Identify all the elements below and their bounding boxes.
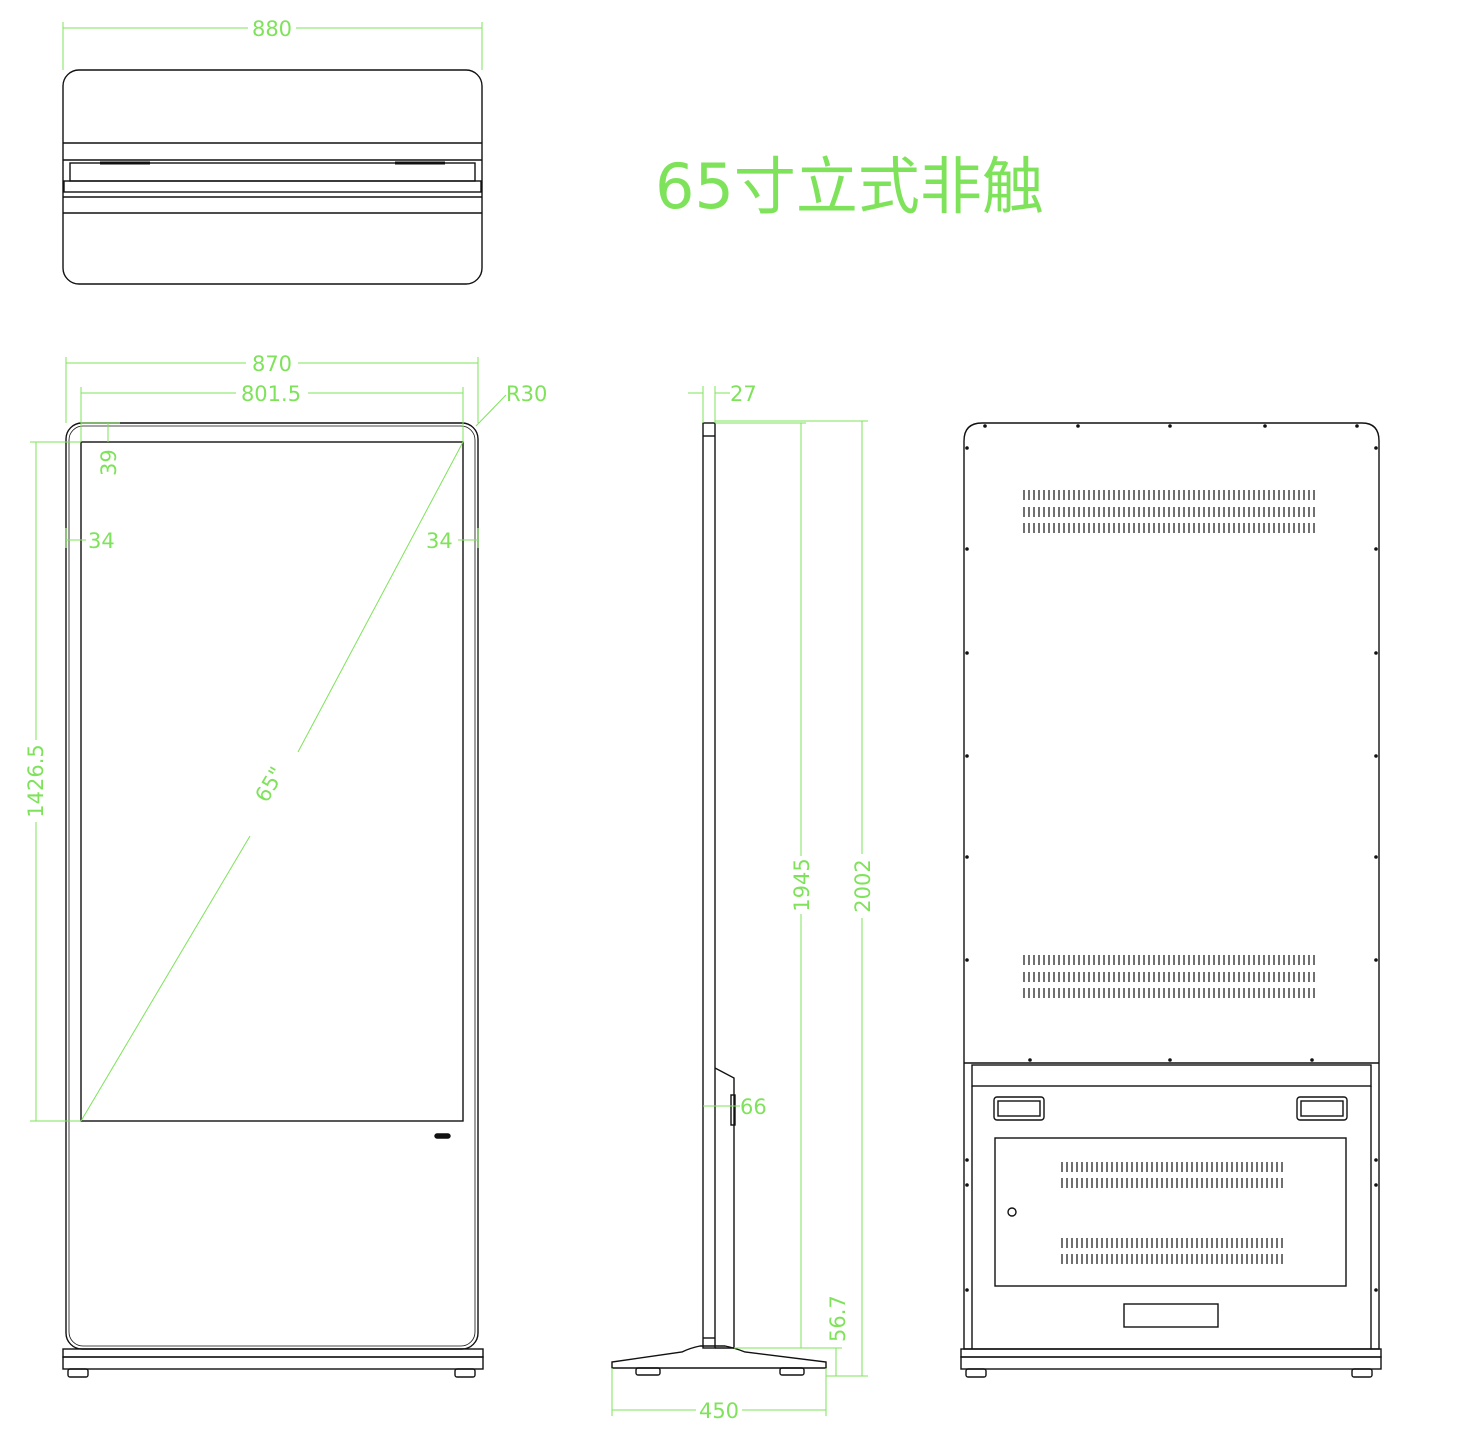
dim-label-34-right: 34 (426, 529, 453, 553)
side-base (611, 1345, 827, 1369)
top-view (62, 69, 483, 285)
dim-label-2002: 2002 (851, 859, 875, 912)
side-panel (702, 422, 716, 1349)
rear-handle-right (1296, 1096, 1348, 1121)
dim-label-450: 450 (699, 1399, 739, 1423)
rear-vents (1023, 490, 1315, 1264)
ir-sensor-icon (434, 1133, 451, 1139)
rear-view (960, 422, 1382, 1378)
dim-label-34-left: 34 (88, 529, 115, 553)
dim-label-66: 66 (740, 1095, 767, 1119)
drawing-title: 65寸立式非触 (655, 150, 1044, 223)
front-base-plate (62, 1348, 484, 1358)
front-dimensions (30, 357, 507, 1122)
top-view-frame (63, 180, 482, 193)
rear-lower-band (971, 1064, 1372, 1087)
lock-icon (1007, 1207, 1017, 1217)
side-bracket (714, 1067, 735, 1349)
dim-label-39: 39 (97, 449, 121, 476)
top-view-panel (69, 162, 476, 182)
rear-outline (963, 422, 1380, 1350)
rear-handle-left (993, 1096, 1045, 1121)
dim-label-56-7: 56.7 (826, 1295, 850, 1342)
front-foot-left (67, 1368, 89, 1378)
side-dimensions (611, 386, 868, 1416)
front-view (62, 422, 484, 1378)
rear-base-plate (960, 1356, 1382, 1370)
dim-label-1945: 1945 (790, 858, 814, 911)
front-foot-right (454, 1368, 476, 1378)
dim-label-880: 880 (252, 17, 292, 41)
dim-top-880 (62, 22, 483, 70)
rear-electronics-cover (994, 1137, 1347, 1287)
top-view-outline (62, 69, 483, 285)
dim-label-diagonal: 65" (250, 763, 289, 807)
rear-port-panel (1123, 1303, 1219, 1328)
dim-label-27: 27 (730, 382, 757, 406)
front-screen (80, 441, 464, 1122)
dim-label-1426-5: 1426.5 (24, 744, 48, 817)
dim-label-870: 870 (252, 352, 292, 376)
dim-label-801-5: 801.5 (241, 382, 301, 406)
dim-label-r30: R30 (506, 382, 547, 406)
front-outer-frame (65, 422, 479, 1350)
side-view (611, 422, 827, 1376)
rear-screws (965, 424, 1378, 1292)
